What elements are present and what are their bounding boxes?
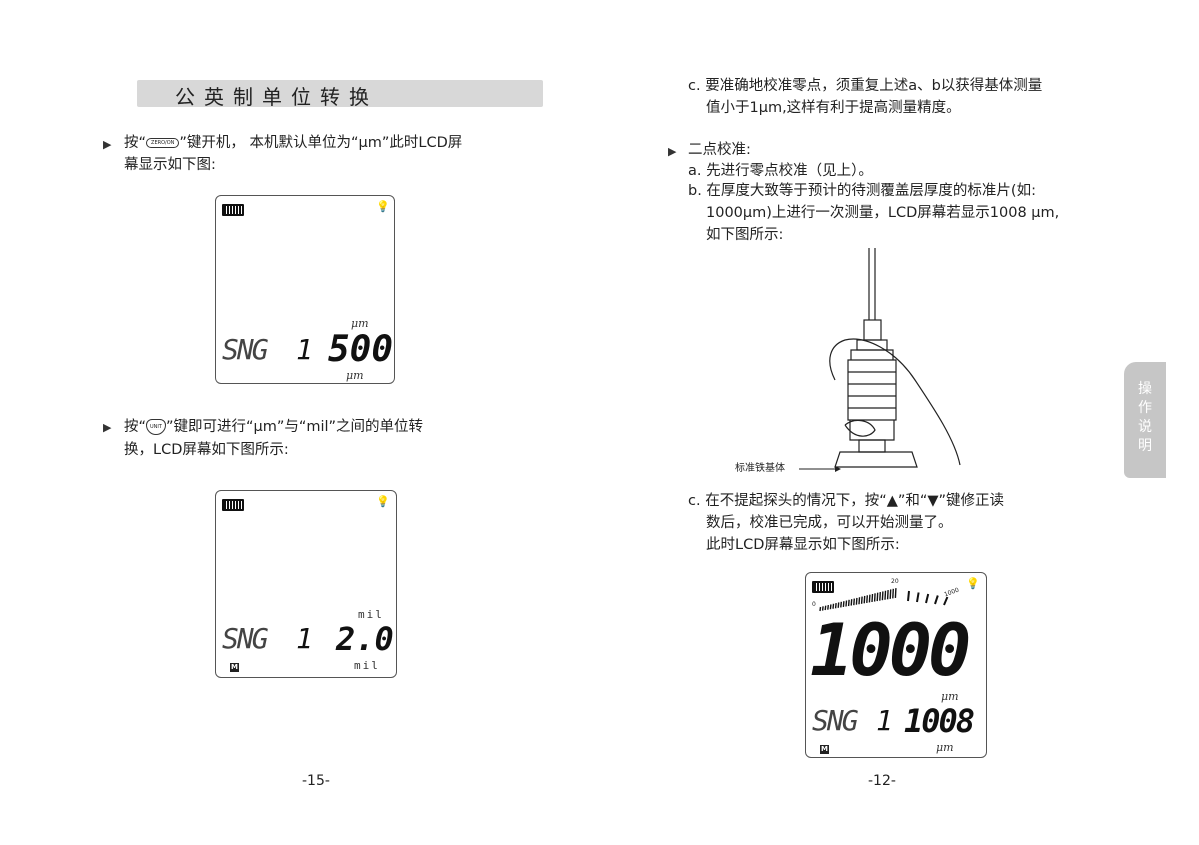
bargraph-tick	[821, 606, 824, 611]
bargraph-tick	[827, 604, 829, 610]
unit-bottom: mil	[354, 659, 380, 672]
step-c2-line3: 此时LCD屏幕显示如下图所示:	[706, 537, 900, 553]
unit-bottom: μm	[936, 741, 954, 754]
battery-icon	[222, 204, 244, 216]
bargraph-tick	[876, 592, 879, 602]
side-tab[interactable]	[1124, 362, 1166, 478]
mode-label: SNG	[222, 333, 269, 366]
bargraph-tick	[819, 606, 822, 612]
step-c1-line2: 值小于1μm,这样有利于提高测量精度。	[706, 100, 961, 116]
section-heading: 二点校准:	[688, 142, 751, 158]
bargraph-tick	[894, 588, 897, 598]
scale-mid-label: 20	[891, 578, 899, 585]
bargraph-tick	[834, 603, 837, 609]
bargraph-tick	[845, 600, 848, 607]
title-bar	[137, 80, 543, 107]
reading-index: 1	[876, 704, 893, 737]
text: ”键即可进行“μm”与“mil”之间的单位转	[165, 419, 424, 435]
bargraph-tick	[879, 592, 881, 601]
bullet1-line2: 幕显示如下图:	[124, 157, 216, 173]
lcd-screen-2: 💡 mil SNG 1 2.0 M mil	[215, 490, 397, 678]
bargraph-tick	[886, 590, 889, 600]
bargraph-tick	[889, 589, 892, 599]
mode-label: SNG	[222, 622, 269, 655]
side-tab-label: 操作说明	[1138, 381, 1152, 454]
unit-top: mil	[358, 608, 384, 621]
bargraph-tick	[855, 597, 858, 605]
page-number-right: -12-	[868, 773, 896, 789]
memory-indicator: M	[230, 663, 239, 672]
bargraph-tick	[934, 595, 939, 605]
page-number-left: -15-	[302, 773, 330, 789]
scale-min-label: 0	[812, 601, 816, 608]
bargraph-tick	[853, 598, 855, 606]
bargraph-tick	[824, 605, 827, 611]
bargraph-tick	[873, 593, 876, 602]
unit-mid: μm	[941, 690, 959, 703]
backlight-bulb-icon: 💡	[966, 577, 980, 590]
bullet2-line1: 按“UNIT”键即可进行“μm”与“mil”之间的单位转	[124, 416, 423, 438]
bullet-arrow-icon: ▶	[103, 138, 112, 151]
bargraph-tick	[916, 592, 920, 603]
bargraph-tick	[881, 591, 884, 601]
memory-indicator: M	[820, 745, 829, 754]
big-reading: 1000	[810, 608, 971, 692]
bullet-arrow-icon: ▶	[103, 421, 112, 434]
step-c1-line1: c. 要准确地校准零点，须重复上述a、b以获得基体测量	[688, 78, 1043, 94]
probe-illustration	[799, 248, 961, 472]
bargraph-tick	[866, 595, 868, 603]
bargraph-tick	[832, 603, 835, 609]
reading-value: 500	[328, 329, 394, 370]
mode-label: SNG	[812, 704, 859, 737]
bargraph-tick	[943, 596, 949, 606]
bargraph-tick	[860, 596, 863, 604]
figure-label: 标准铁基体	[735, 463, 785, 474]
unit-key-icon: UNIT	[146, 419, 166, 435]
bargraph-tick	[925, 593, 930, 604]
text: 按“	[124, 135, 147, 151]
bullet2-line2: 换，LCD屏幕如下图所示:	[124, 442, 289, 458]
step-b-line3: 如下图所示:	[706, 227, 784, 243]
backlight-bulb-icon: 💡	[376, 200, 390, 213]
step-b-line1: b. 在厚度大致等于预计的待测覆盖层厚度的标准片(如:	[688, 183, 1036, 199]
text: ”键开机， 本机默认单位为“μm”此时LCD屏	[179, 135, 463, 151]
bullet-arrow-icon: ▶	[668, 145, 677, 158]
reading-index: 1	[296, 622, 313, 655]
step-b-line2: 1000μm)上进行一次测量，LCD屏幕若显示1008 μm,	[706, 205, 1060, 221]
bargraph-tick	[868, 594, 871, 603]
page-title: 公英制单位转换	[175, 85, 378, 109]
step-c2-line2: 数后，校准已完成，可以开始测量了。	[706, 515, 953, 531]
bargraph-tick	[884, 590, 887, 600]
bargraph-tick	[863, 595, 866, 604]
bargraph-tick	[892, 588, 894, 599]
step-c2-line1: c. 在不提起探头的情况下，按“▲”和“▼”键修正读	[688, 493, 1005, 509]
unit-top: μm	[351, 317, 369, 330]
zero-on-key-icon: ZERO/ON	[146, 138, 180, 148]
step-a: a. 先进行零点校准（见上）。	[688, 163, 873, 179]
bargraph-tick	[829, 604, 832, 610]
reading-value: 2.0	[336, 620, 394, 658]
bargraph-tick	[850, 599, 853, 606]
battery-icon	[812, 581, 834, 593]
reading-value: 1008	[904, 702, 975, 740]
unit-bottom: μm	[346, 369, 364, 382]
bargraph-tick	[871, 593, 874, 603]
backlight-bulb-icon: 💡	[376, 495, 390, 508]
bargraph-tick	[847, 599, 850, 607]
bargraph-tick	[840, 601, 842, 608]
analog-bargraph	[819, 588, 949, 612]
bargraph-tick	[837, 602, 840, 608]
battery-icon	[222, 499, 244, 511]
bargraph-tick	[858, 597, 861, 605]
reading-index: 1	[296, 333, 313, 366]
lcd-screen-3: 💡 0 20 1000 1000 μm SNG 1 1008 M μm	[805, 572, 987, 758]
text: 按“	[124, 419, 147, 435]
bargraph-tick	[907, 590, 910, 602]
bargraph-tick	[842, 601, 845, 608]
bullet1-line1: 按“ZERO/ON”键开机， 本机默认单位为“μm”此时LCD屏	[124, 132, 462, 154]
lcd-screen-1: 💡 μm SNG 1 500 μm	[215, 195, 395, 384]
